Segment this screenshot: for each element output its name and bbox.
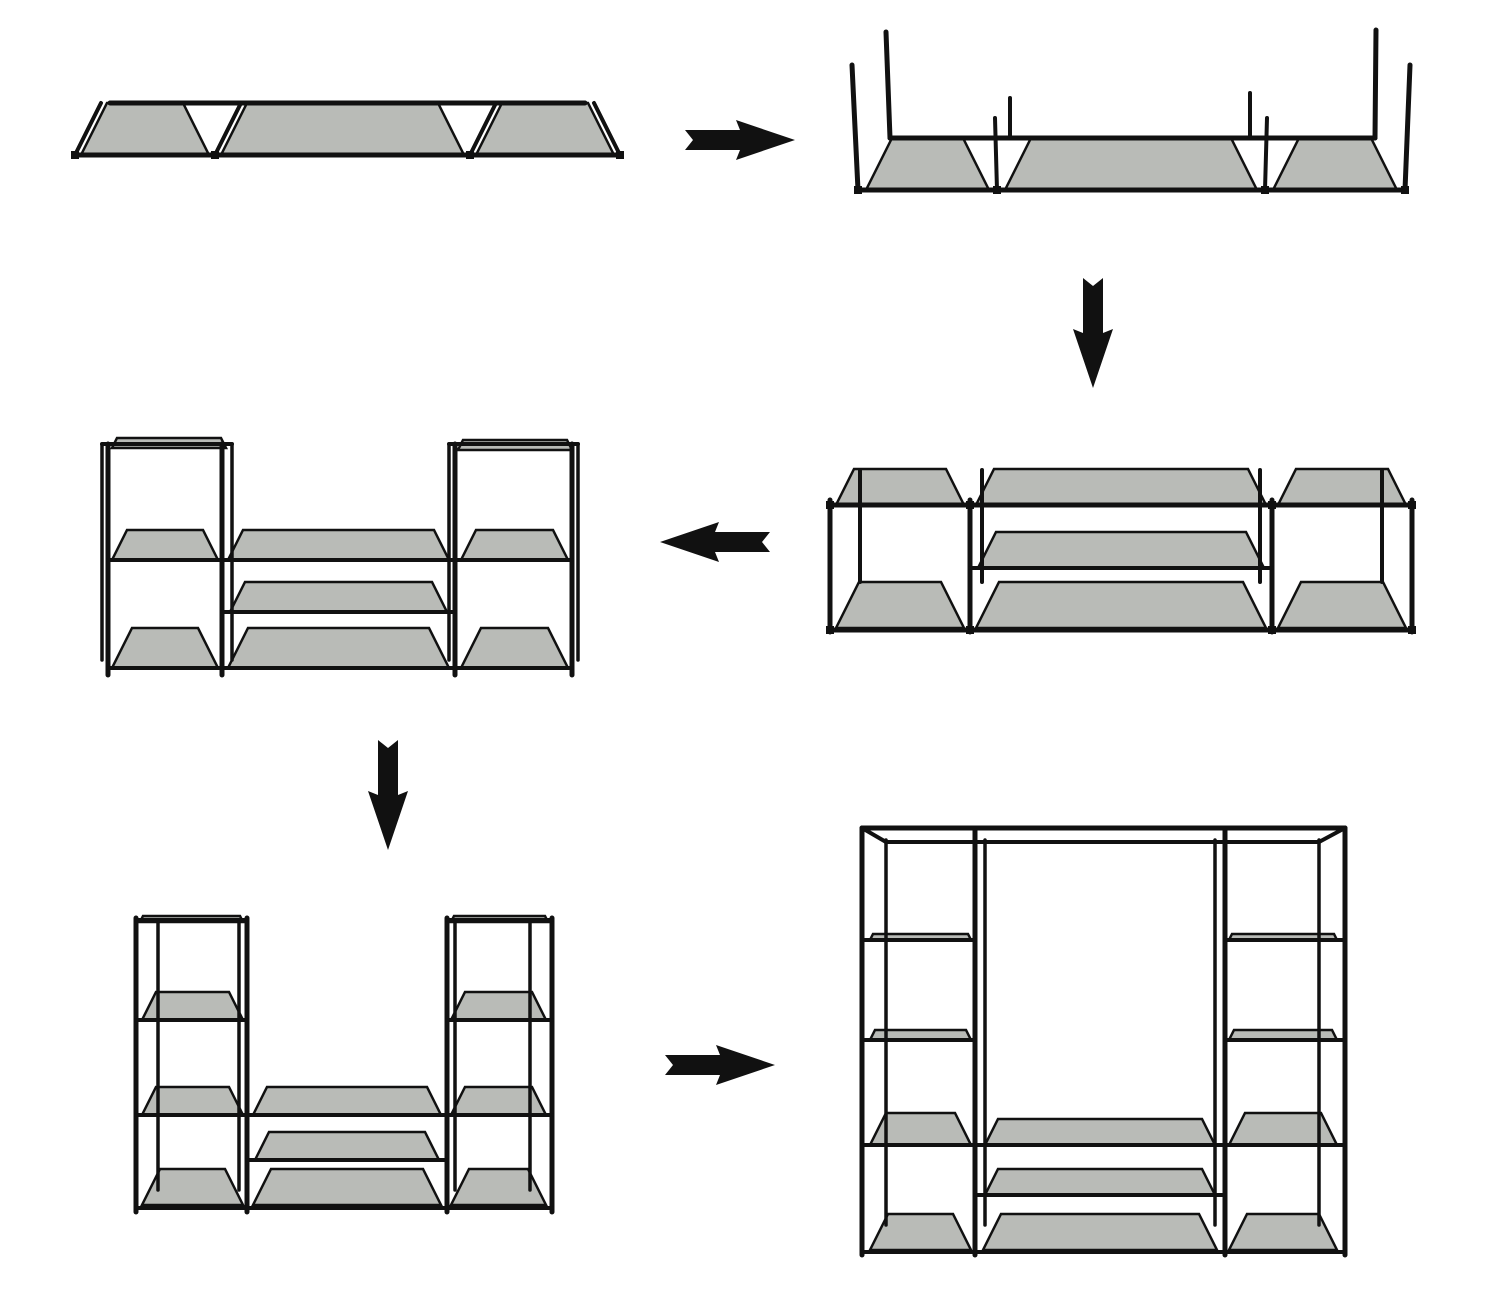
arrow-step3-to-step4 [660, 522, 770, 562]
frame-joint [826, 626, 834, 634]
frame-joint [1408, 501, 1416, 509]
frame-pole [1263, 116, 1269, 192]
shelf [973, 580, 1269, 630]
shelf [982, 1167, 1218, 1197]
step-3 [826, 467, 1416, 635]
frame-joint [1261, 186, 1269, 194]
frame-joint [993, 186, 1001, 194]
frame-joint [1401, 186, 1409, 194]
frame-pole [592, 101, 622, 157]
frame-joint [966, 501, 974, 509]
arrow-down-icon [368, 740, 408, 850]
frame-joint [466, 151, 474, 159]
shelf [1226, 1111, 1340, 1147]
shelf [863, 136, 992, 192]
frame-pole [1402, 62, 1413, 193]
frame-joint [1268, 501, 1276, 509]
frame-pole [883, 29, 893, 141]
step-4 [100, 436, 580, 678]
arrow-step2-to-step3 [1073, 278, 1113, 388]
shelf [139, 1167, 246, 1207]
frame-joint [1408, 626, 1416, 634]
arrow-right-icon [665, 1045, 775, 1085]
arrow-step1-to-step2 [685, 120, 795, 160]
shelf [473, 101, 617, 157]
frame-pole [73, 101, 103, 157]
shelf [109, 528, 221, 562]
frame-pole [860, 826, 888, 844]
shelf [833, 580, 967, 630]
frame-pole [213, 101, 243, 157]
shelf [1226, 1212, 1340, 1252]
frame-joint [826, 501, 834, 509]
arrow-right-icon [685, 120, 795, 160]
shelf [833, 467, 967, 507]
shelf [1002, 136, 1260, 192]
frame-joint [854, 186, 862, 194]
frame-pole [468, 101, 498, 157]
frame-pole [849, 62, 861, 193]
shelf [252, 1130, 442, 1162]
step-2 [849, 27, 1413, 194]
frame-joint [966, 626, 974, 634]
shelf [227, 580, 450, 614]
arrow-left-icon [660, 522, 770, 562]
frame-pole [1317, 826, 1347, 844]
shelf [225, 626, 452, 670]
frame-joint [211, 151, 219, 159]
step-6 [859, 825, 1348, 1258]
shelf [458, 626, 571, 670]
arrow-step5-to-step6 [665, 1045, 775, 1085]
step-1 [71, 100, 624, 159]
frame-pole [993, 116, 999, 192]
shelf [250, 1167, 444, 1207]
shelf [458, 528, 571, 562]
shelf [218, 101, 467, 157]
frame-joint [1268, 626, 1276, 634]
shelf [225, 528, 452, 562]
frame-pole [1372, 27, 1379, 141]
shelf [78, 101, 212, 157]
arrow-step4-to-step5 [368, 740, 408, 850]
shelf [250, 1085, 444, 1117]
shelf [109, 626, 221, 670]
shelf [1275, 467, 1409, 507]
shelf [973, 467, 1269, 507]
shelf [980, 1212, 1220, 1252]
frame-joint [71, 151, 79, 159]
arrow-down-icon [1073, 278, 1113, 388]
shelf [975, 530, 1267, 570]
frame-joint [616, 151, 624, 159]
shelf [448, 1167, 549, 1207]
step-5 [133, 914, 555, 1215]
shelf [982, 1117, 1218, 1147]
shelf [1270, 136, 1400, 192]
shelf [1275, 580, 1409, 630]
